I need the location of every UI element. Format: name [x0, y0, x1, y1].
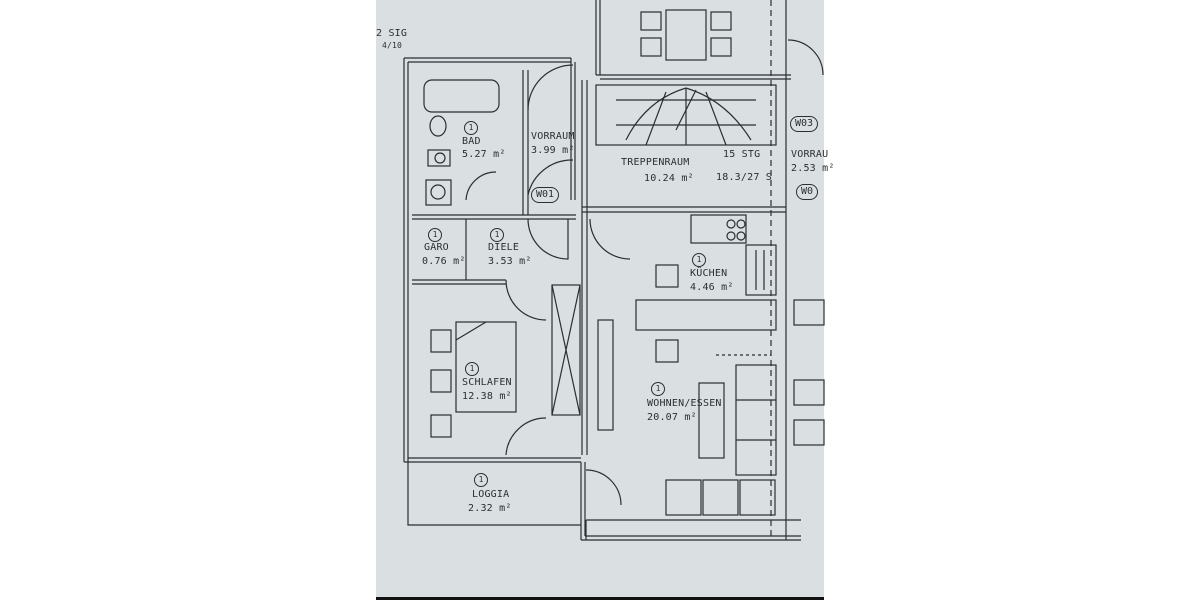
room-name-diele: DIELE — [488, 242, 520, 253]
image-bottom-edge — [376, 597, 824, 600]
room-marker-bad: 1 — [464, 121, 478, 135]
room-area-vorraum: 3.99 m² — [531, 145, 575, 156]
room-marker-wohnen: 1 — [651, 382, 665, 396]
room-marker-garo: 1 — [428, 228, 442, 242]
room-marker-loggia: 1 — [474, 473, 488, 487]
room-area-bad: 5.27 m² — [462, 149, 506, 160]
room-name-wohnen: WOHNEN/ESSEN — [647, 398, 722, 409]
room-name-loggia: LOGGIA — [472, 489, 510, 500]
room-name-vorraum: VORRAUM — [531, 131, 575, 142]
unit-tag-w01: W01 — [531, 187, 560, 203]
neighbour-unit — [770, 0, 825, 540]
unit-tag-w0: W0 — [796, 184, 819, 200]
room-name-garo: GARO — [424, 242, 449, 253]
room-marker-diele: 1 — [490, 228, 504, 242]
room-name-kuchen: KÜCHEN — [690, 268, 728, 279]
room-area-kuchen: 4.46 m² — [690, 282, 734, 293]
room-area-wohnen: 20.07 m² — [647, 412, 697, 423]
room-marker-schlafen: 1 — [465, 362, 479, 376]
stair-count: 15 STG — [723, 149, 761, 160]
wardrobe — [551, 284, 581, 416]
floor-plan-drawing — [403, 0, 825, 541]
room-name-bad: BAD — [462, 136, 481, 147]
interior-walls — [407, 58, 801, 540]
stair-dimension: 18.3/27 S — [716, 172, 772, 183]
unit-tag-w03: W03 — [790, 116, 819, 132]
floor-plan: 2 SIG 4/10 1 BAD 5.27 m² VORRAUM 3.99 m²… — [376, 0, 834, 600]
room-area-schlafen: 12.38 m² — [462, 391, 512, 402]
door-swings — [465, 64, 631, 506]
room-area-garo: 0.76 m² — [422, 256, 466, 267]
room-marker-kuchen: 1 — [692, 253, 706, 267]
room-area-diele: 3.53 m² — [488, 256, 532, 267]
bed — [430, 321, 517, 438]
stair-note-2: 4/10 — [382, 41, 403, 50]
bathroom-fixtures — [423, 79, 500, 206]
kitchen-fixtures — [635, 214, 777, 363]
room-area-vorraum-right: 2.53 m² — [791, 163, 835, 174]
staircase — [595, 84, 777, 146]
outer-walls — [403, 0, 801, 541]
room-name-vorraum-right: VORRAU — [791, 149, 829, 160]
living-furniture — [597, 319, 777, 516]
room-name-schlafen: SCHLAFEN — [462, 377, 512, 388]
room-area-loggia: 2.32 m² — [468, 503, 512, 514]
dining-table-top — [640, 9, 732, 61]
room-name-treppenraum: TREPPENRAUM — [621, 157, 690, 168]
room-area-treppenraum: 10.24 m² — [644, 173, 694, 184]
stair-note: 2 SIG — [376, 28, 408, 39]
